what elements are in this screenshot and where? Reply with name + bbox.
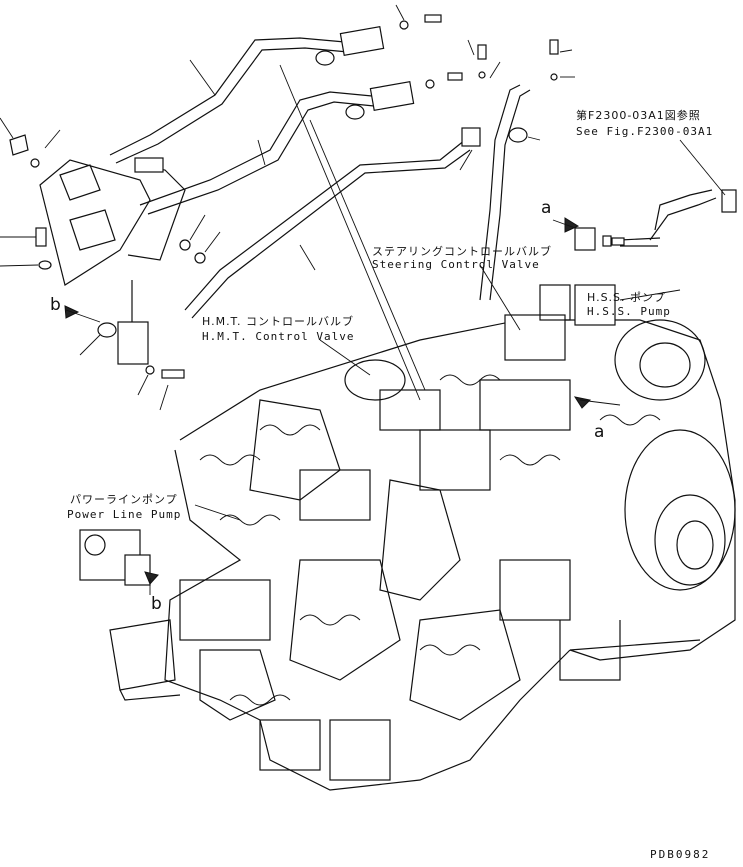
connector-b-left: b bbox=[50, 295, 61, 315]
left-bracket-cluster bbox=[0, 117, 221, 411]
ref-label-jp: 第F2300-03A1図参照 bbox=[576, 109, 701, 122]
hmt-valve-label-jp: H.M.T. コントロールバルブ bbox=[202, 315, 354, 328]
ref-label-en: See Fig.F2300-03A1 bbox=[576, 125, 714, 138]
connector-a-right: a bbox=[594, 422, 605, 442]
steering-valve-label-jp: ステアリングコントロールバルブ bbox=[372, 245, 552, 258]
hss-pump-label-en: H.S.S. Pump bbox=[587, 305, 671, 318]
hmt-valve-label-en: H.M.T. Control Valve bbox=[202, 330, 355, 343]
leader-lines bbox=[64, 139, 726, 595]
upper-fitting-blocks bbox=[315, 4, 575, 171]
power-pump-label-en: Power Line Pump bbox=[67, 508, 182, 521]
connector-b-bottom: b bbox=[151, 594, 162, 614]
drawing-code: PDB0982 bbox=[650, 848, 711, 861]
upper-tube-assembly bbox=[109, 37, 717, 401]
steering-valve-label-en: Steering Control Valve bbox=[372, 258, 540, 271]
hss-pump-label-jp: H.S.S. ポンプ bbox=[587, 291, 666, 304]
transmission-body bbox=[79, 189, 737, 791]
connector-a-top: a bbox=[541, 198, 552, 218]
power-pump-label-jp: パワーラインポンプ bbox=[70, 493, 178, 506]
